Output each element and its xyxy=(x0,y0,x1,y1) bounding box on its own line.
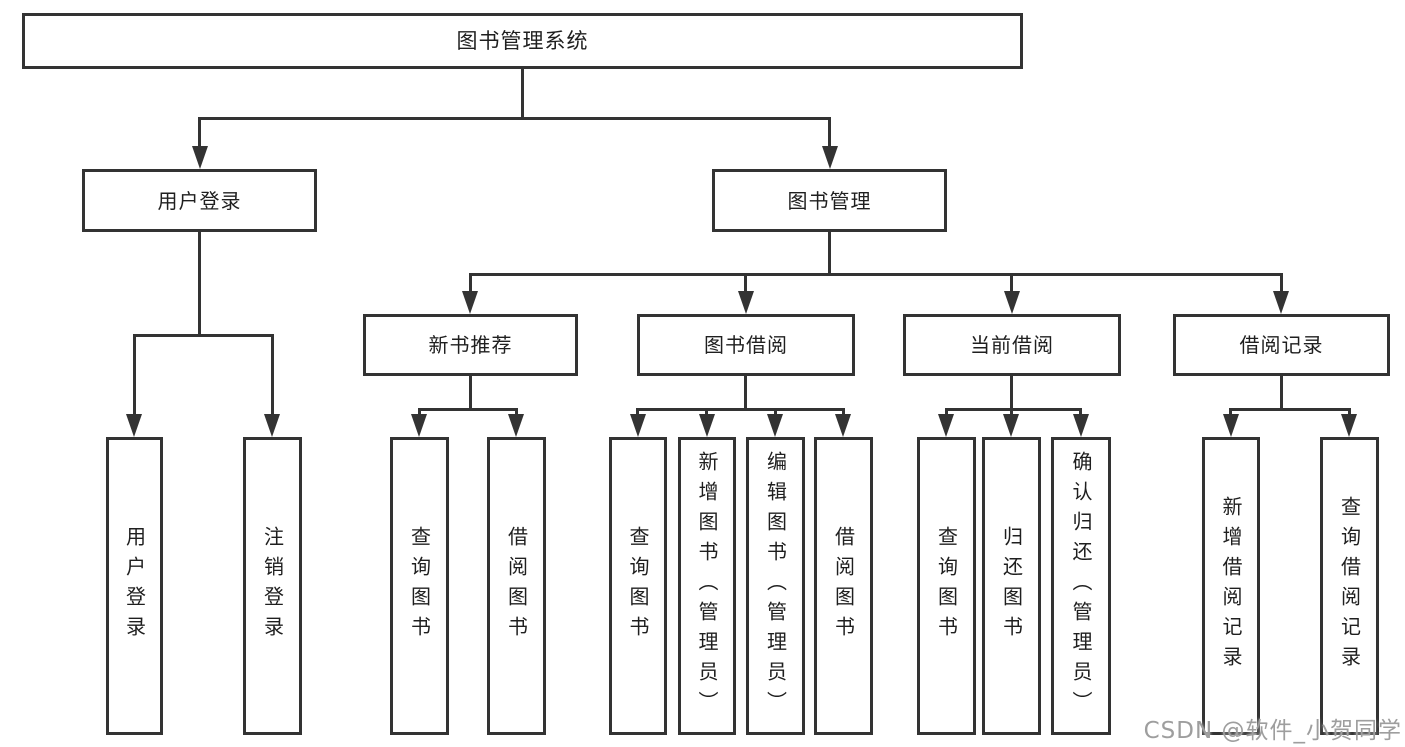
leaf-return-books: 归还图书 xyxy=(982,437,1041,735)
leaf-add-borrow-record: 新增借阅记录 xyxy=(1202,437,1260,735)
connector-user-stem xyxy=(198,232,201,334)
leaf-borrow-books-recommend: 借阅图书 xyxy=(487,437,546,735)
leaf-confirm-return-admin: 确认归还（管理员） xyxy=(1051,437,1111,735)
connector-record-stem xyxy=(1280,376,1283,408)
leaf-add-books-admin: 新增图书（管理员） xyxy=(678,437,736,735)
arrow-down-icon xyxy=(411,414,427,437)
arrow-down-icon xyxy=(1341,414,1357,437)
node-borrow-records: 借阅记录 xyxy=(1173,314,1390,376)
connector-current-drop xyxy=(1079,408,1082,416)
arrow-down-icon xyxy=(192,146,208,169)
connector-mgmt-drop xyxy=(469,273,472,293)
connector-root-stem xyxy=(521,69,524,117)
node-user-login: 用户登录 xyxy=(82,169,317,232)
connector-borrow-bus xyxy=(636,408,845,411)
connector-record-bus xyxy=(1229,408,1351,411)
connector-root-drop xyxy=(828,117,831,149)
leaf-edit-books-admin: 编辑图书（管理员） xyxy=(746,437,805,735)
arrow-down-icon xyxy=(1003,414,1019,437)
connector-record-drop xyxy=(1229,408,1232,416)
arrow-down-icon xyxy=(767,414,783,437)
connector-current-bus xyxy=(945,408,1082,411)
arrow-down-icon xyxy=(938,414,954,437)
arrow-down-icon xyxy=(630,414,646,437)
connector-newbook-drop xyxy=(515,408,518,416)
connector-mgmt-stem xyxy=(828,232,831,273)
arrow-down-icon xyxy=(1004,291,1020,314)
connector-mgmt-drop xyxy=(1280,273,1283,293)
connector-root-drop xyxy=(198,117,201,149)
connector-borrow-drop xyxy=(842,408,845,416)
arrow-down-icon xyxy=(699,414,715,437)
connector-newbook-bus xyxy=(418,408,518,411)
leaf-query-books-borrow: 查询图书 xyxy=(609,437,667,735)
connector-borrow-stem xyxy=(744,376,747,408)
watermark: CSDN @软件_小贺同学 xyxy=(1143,718,1402,744)
arrow-down-icon xyxy=(835,414,851,437)
connector-user-drop xyxy=(133,334,136,416)
node-book-management: 图书管理 xyxy=(712,169,947,232)
node-new-book-recommend: 新书推荐 xyxy=(363,314,578,376)
arrow-down-icon xyxy=(462,291,478,314)
arrow-down-icon xyxy=(1223,414,1239,437)
connector-mgmt-drop xyxy=(744,273,747,293)
connector-newbook-stem xyxy=(469,376,472,408)
connector-borrow-drop xyxy=(705,408,708,416)
connector-newbook-drop xyxy=(418,408,421,416)
leaf-user-login: 用户登录 xyxy=(106,437,163,735)
connector-borrow-drop xyxy=(774,408,777,416)
arrow-down-icon xyxy=(822,146,838,169)
node-root: 图书管理系统 xyxy=(22,13,1023,69)
connector-current-drop xyxy=(1010,408,1013,416)
leaf-query-books-recommend: 查询图书 xyxy=(390,437,449,735)
arrow-down-icon xyxy=(738,291,754,314)
leaf-borrow-books: 借阅图书 xyxy=(814,437,873,735)
connector-current-drop xyxy=(945,408,948,416)
leaf-query-books-current: 查询图书 xyxy=(917,437,976,735)
node-current-borrow: 当前借阅 xyxy=(903,314,1121,376)
connector-borrow-drop xyxy=(636,408,639,416)
connector-user-drop xyxy=(271,334,274,416)
arrow-down-icon xyxy=(1273,291,1289,314)
connector-mgmt-bus xyxy=(469,273,1283,276)
connector-record-drop xyxy=(1348,408,1351,416)
connector-current-stem xyxy=(1010,376,1013,408)
connector-user-bus xyxy=(133,334,274,337)
leaf-logout: 注销登录 xyxy=(243,437,302,735)
connector-root-bus xyxy=(198,117,831,120)
node-book-borrow: 图书借阅 xyxy=(637,314,855,376)
connector-mgmt-drop xyxy=(1010,273,1013,293)
arrow-down-icon xyxy=(264,414,280,437)
arrow-down-icon xyxy=(1073,414,1089,437)
arrow-down-icon xyxy=(126,414,142,437)
leaf-query-borrow-record: 查询借阅记录 xyxy=(1320,437,1379,735)
arrow-down-icon xyxy=(508,414,524,437)
